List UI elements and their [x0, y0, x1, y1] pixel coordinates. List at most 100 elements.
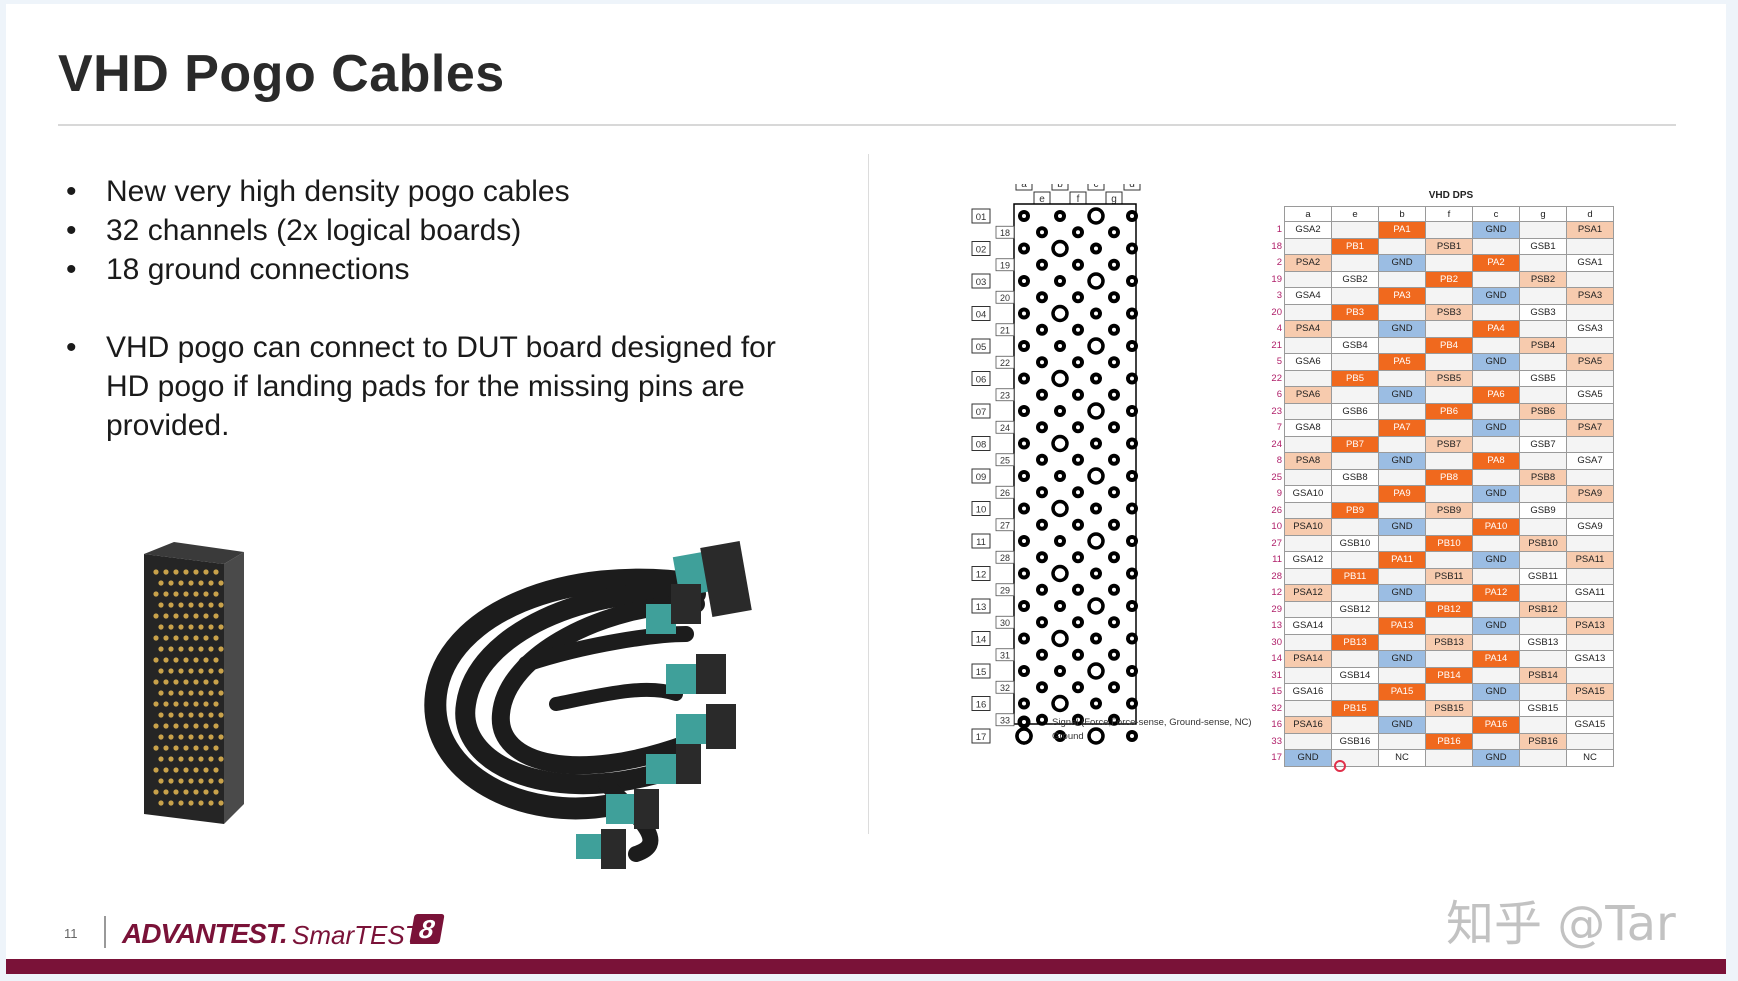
table-cell	[1519, 386, 1567, 404]
pin-subcolumn-label: e	[1039, 194, 1045, 205]
table-cell: PSB8	[1519, 468, 1567, 486]
row-number: 18	[1271, 240, 1282, 252]
connector-pin	[218, 602, 224, 608]
table-cell	[1519, 518, 1567, 536]
connector-pin	[218, 756, 224, 762]
table-cell: PSA6	[1284, 386, 1332, 404]
pin-row-label: 19	[1000, 260, 1010, 270]
table-cell	[1519, 287, 1567, 305]
table-cell	[1472, 666, 1520, 684]
bullet-text: VHD pogo can connect to DUT board design…	[106, 331, 776, 442]
connector-pin	[188, 734, 194, 740]
pogo-cables-image	[424, 541, 752, 869]
connector-pin	[213, 613, 219, 619]
connector-pin	[163, 657, 169, 663]
table-cell	[1331, 221, 1379, 239]
table-cell: PA16	[1472, 716, 1520, 734]
pin-row-label: 07	[976, 407, 987, 418]
connector-pin	[208, 712, 214, 718]
row-number: 23	[1271, 405, 1282, 417]
table-cell	[1566, 270, 1614, 288]
connector-pin	[213, 701, 219, 707]
table-cell: GSA9	[1566, 518, 1614, 536]
pin-row-label: 21	[1000, 325, 1010, 335]
table-cell: PA1	[1378, 221, 1426, 239]
connector-pin	[208, 756, 214, 762]
table-cell	[1566, 237, 1614, 255]
table-cell	[1284, 600, 1332, 618]
table-cell: PSA8	[1284, 452, 1332, 470]
table-cell: PA12	[1472, 584, 1520, 602]
connector-pin	[153, 723, 159, 729]
bullet-item: •32 channels (2x logical boards)	[66, 214, 522, 247]
pin-row-label: 15	[976, 667, 987, 678]
ground-pin	[1087, 272, 1105, 290]
table-cell: PSB11	[1425, 567, 1473, 585]
table-cell	[1378, 633, 1426, 651]
pin-row-label: 13	[976, 602, 987, 613]
dps-table-title: VHD DPS	[1428, 190, 1474, 201]
table-cell	[1331, 551, 1379, 569]
table-cell	[1284, 732, 1332, 750]
connector-pin	[193, 635, 199, 641]
table-cell: GND	[1378, 716, 1426, 734]
connector-pin	[153, 613, 159, 619]
connector-pin	[173, 679, 179, 685]
connector-pin	[198, 624, 204, 630]
table-cell	[1378, 336, 1426, 354]
connector-pin	[153, 657, 159, 663]
row-number: 3	[1276, 290, 1282, 302]
table-cell: PA2	[1472, 254, 1520, 272]
pin-row-label: 12	[976, 570, 987, 581]
row-number: 24	[1271, 438, 1282, 450]
connector-pin	[213, 789, 219, 795]
table-cell	[1519, 584, 1567, 602]
table-cell	[1566, 402, 1614, 420]
table-cell: NC	[1378, 749, 1426, 767]
table-cell: PB3	[1331, 303, 1379, 321]
connector-pin	[198, 756, 204, 762]
ground-pin	[1051, 369, 1069, 388]
table-cell: PSB12	[1519, 600, 1567, 618]
table-cell: GSB7	[1519, 435, 1567, 453]
table-cell: PA8	[1472, 452, 1520, 470]
pin-row-label: 17	[976, 732, 987, 743]
connector-pin	[198, 778, 204, 784]
connector-pin	[168, 734, 174, 740]
table-cell: PA13	[1378, 617, 1426, 635]
column-header: d	[1566, 206, 1614, 222]
connector-pin	[188, 712, 194, 718]
pin-row-label: 05	[976, 342, 987, 353]
table-cell	[1519, 650, 1567, 668]
table-cell	[1284, 303, 1332, 321]
connector-pin	[158, 580, 164, 586]
connector-pin	[153, 789, 159, 795]
table-cell	[1519, 353, 1567, 371]
connector-pin	[193, 701, 199, 707]
table-cell	[1331, 584, 1379, 602]
ground-pin	[1087, 337, 1105, 355]
row-number: 19	[1271, 273, 1282, 285]
ground-pin	[1051, 564, 1069, 583]
row-number: 10	[1271, 521, 1282, 533]
pin-row-label: 04	[976, 310, 987, 321]
table-cell: GSB1	[1519, 237, 1567, 255]
connector-pin	[203, 569, 209, 575]
connector-pin	[183, 635, 189, 641]
pin-row-label: 14	[976, 635, 987, 646]
pin-subcolumn-label: g	[1111, 194, 1117, 205]
connector-pin	[208, 646, 214, 652]
connector-pin	[163, 679, 169, 685]
pin-subcolumn-label: f	[1077, 194, 1080, 205]
table-cell: PSA4	[1284, 320, 1332, 338]
connector-pin	[213, 569, 219, 575]
